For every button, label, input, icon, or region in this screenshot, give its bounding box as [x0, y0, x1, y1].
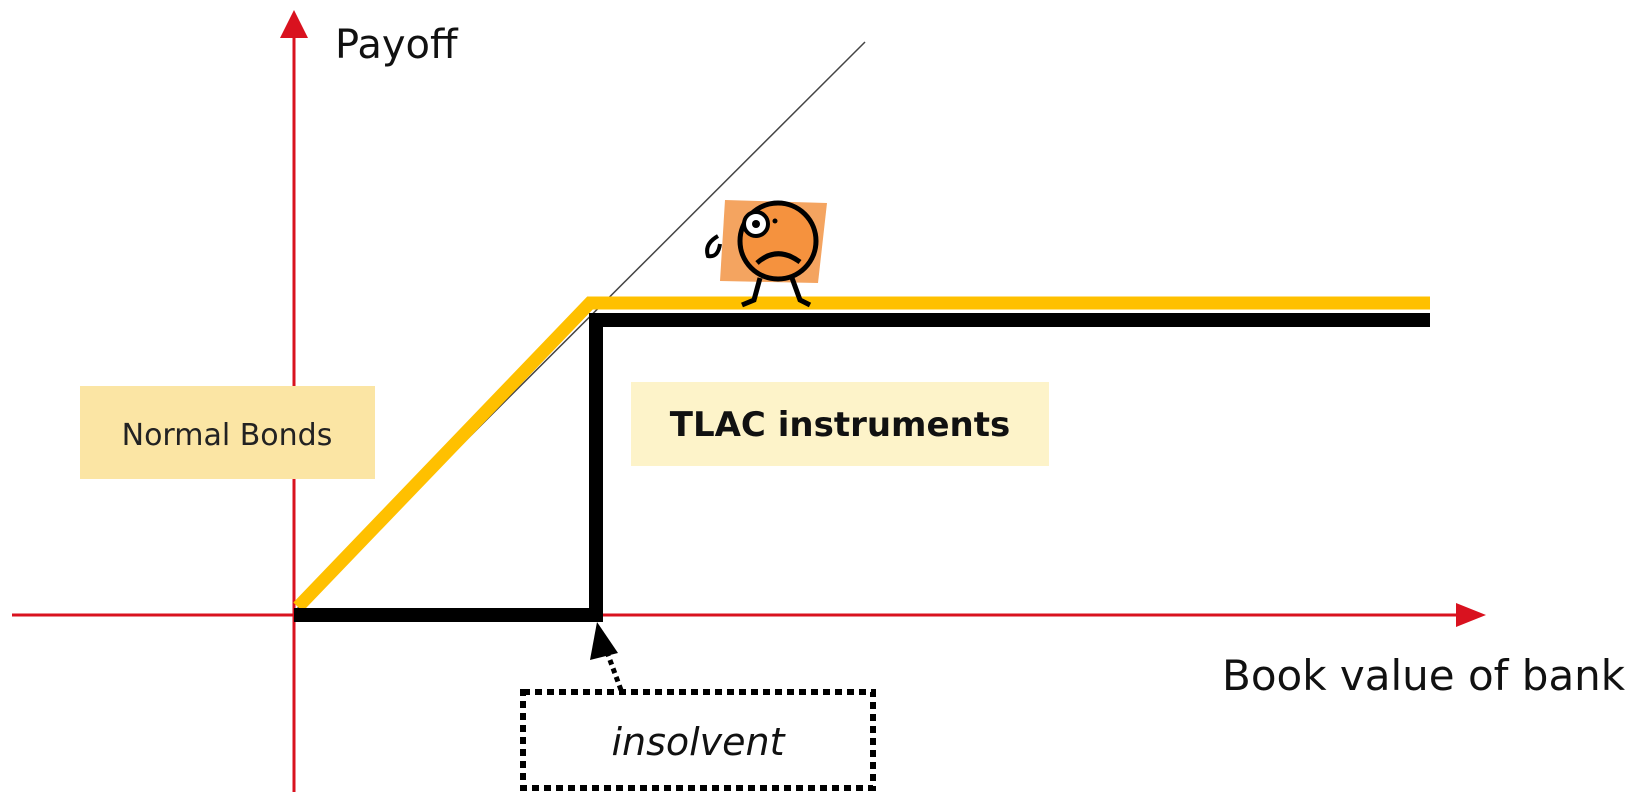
tlac-payoff-line	[294, 313, 1430, 622]
tlac-label-box: TLAC instruments	[631, 382, 1049, 466]
x-axis-arrowhead	[1456, 603, 1486, 627]
normal-bonds-payoff-line	[293, 296, 1430, 612]
insolvent-label: insolvent	[611, 720, 786, 764]
normal-bonds-label-box: Normal Bonds	[80, 386, 375, 479]
worried-face-character-icon	[705, 200, 827, 308]
normal-bonds-label: Normal Bonds	[122, 418, 333, 453]
x-axis-label: Book value of bank	[1222, 651, 1626, 700]
insolvent-label-box: insolvent	[520, 689, 876, 791]
x-axis	[12, 603, 1486, 627]
insolvent-arrow	[590, 622, 624, 691]
y-axis-label: Payoff	[335, 22, 459, 68]
y-axis-arrowhead	[280, 10, 308, 38]
tlac-label: TLAC instruments	[670, 405, 1010, 445]
